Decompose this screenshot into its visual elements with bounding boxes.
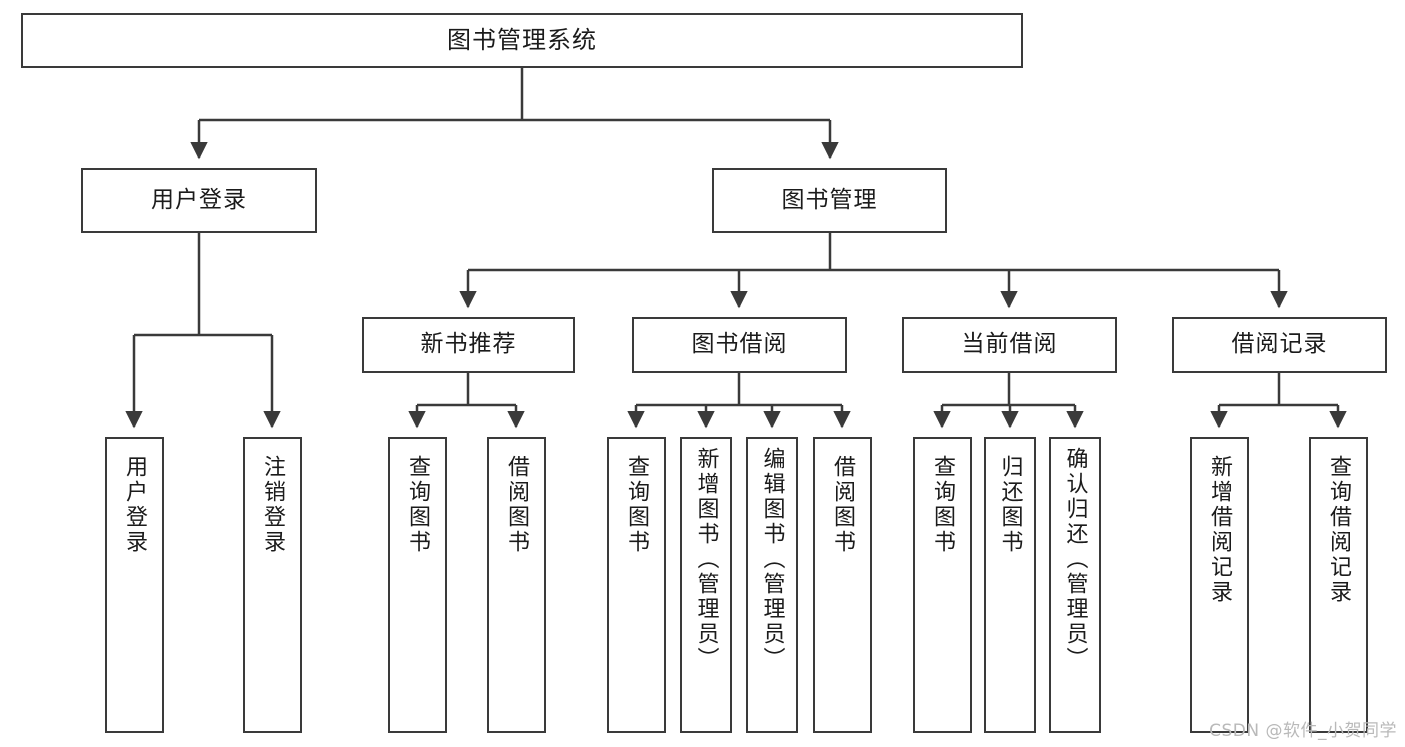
node-query-book-3-label: 查询图书 — [930, 455, 956, 555]
node-book-borrow[interactable]: 图书借阅 — [632, 317, 847, 373]
node-book-borrow-label: 图书借阅 — [691, 331, 788, 358]
node-root-label: 图书管理系统 — [447, 26, 597, 55]
node-add-borrow-record-label: 新增借阅记录 — [1207, 455, 1233, 605]
node-user-logout-label: 注销登录 — [260, 455, 286, 555]
node-query-borrow-record[interactable]: 查询借阅记录 — [1309, 437, 1368, 733]
node-query-book-2-label: 查询图书 — [624, 455, 650, 555]
node-borrow-book-2[interactable]: 借阅图书 — [813, 437, 872, 733]
node-borrow-record-label: 借阅记录 — [1231, 331, 1328, 358]
node-query-book-1[interactable]: 查询图书 — [388, 437, 447, 733]
node-confirm-return-label: 确认归还（管理员） — [1062, 447, 1088, 672]
node-borrow-book-1-label: 借阅图书 — [504, 455, 530, 555]
node-user-logout[interactable]: 注销登录 — [243, 437, 302, 733]
node-edit-book[interactable]: 编辑图书（管理员） — [746, 437, 798, 733]
node-confirm-return[interactable]: 确认归还（管理员） — [1049, 437, 1101, 733]
node-query-book-1-label: 查询图书 — [405, 455, 431, 555]
node-book-manage-label: 图书管理 — [781, 186, 878, 213]
node-book-manage[interactable]: 图书管理 — [712, 168, 947, 233]
node-root[interactable]: 图书管理系统 — [21, 13, 1023, 68]
node-add-book[interactable]: 新增图书（管理员） — [680, 437, 732, 733]
node-user-login-do[interactable]: 用户登录 — [105, 437, 164, 733]
node-borrow-record[interactable]: 借阅记录 — [1172, 317, 1387, 373]
csdn-watermark: CSDN @软件_小贺同学 — [1209, 721, 1397, 741]
node-user-login-do-label: 用户登录 — [122, 455, 148, 555]
node-borrow-book-1[interactable]: 借阅图书 — [487, 437, 546, 733]
node-query-book-3[interactable]: 查询图书 — [913, 437, 972, 733]
node-edit-book-label: 编辑图书（管理员） — [759, 447, 785, 672]
node-query-book-2[interactable]: 查询图书 — [607, 437, 666, 733]
node-return-book[interactable]: 归还图书 — [984, 437, 1036, 733]
node-return-book-label: 归还图书 — [997, 455, 1023, 555]
node-user-login[interactable]: 用户登录 — [81, 168, 317, 233]
node-query-borrow-record-label: 查询借阅记录 — [1326, 455, 1352, 605]
node-add-book-label: 新增图书（管理员） — [693, 447, 719, 672]
node-new-book-rec-label: 新书推荐 — [420, 331, 517, 358]
node-borrow-book-2-label: 借阅图书 — [830, 455, 856, 555]
node-user-login-label: 用户登录 — [151, 186, 247, 213]
node-new-book-rec[interactable]: 新书推荐 — [362, 317, 575, 373]
node-current-borrow-label: 当前借阅 — [961, 331, 1058, 358]
node-add-borrow-record[interactable]: 新增借阅记录 — [1190, 437, 1249, 733]
node-current-borrow[interactable]: 当前借阅 — [902, 317, 1117, 373]
